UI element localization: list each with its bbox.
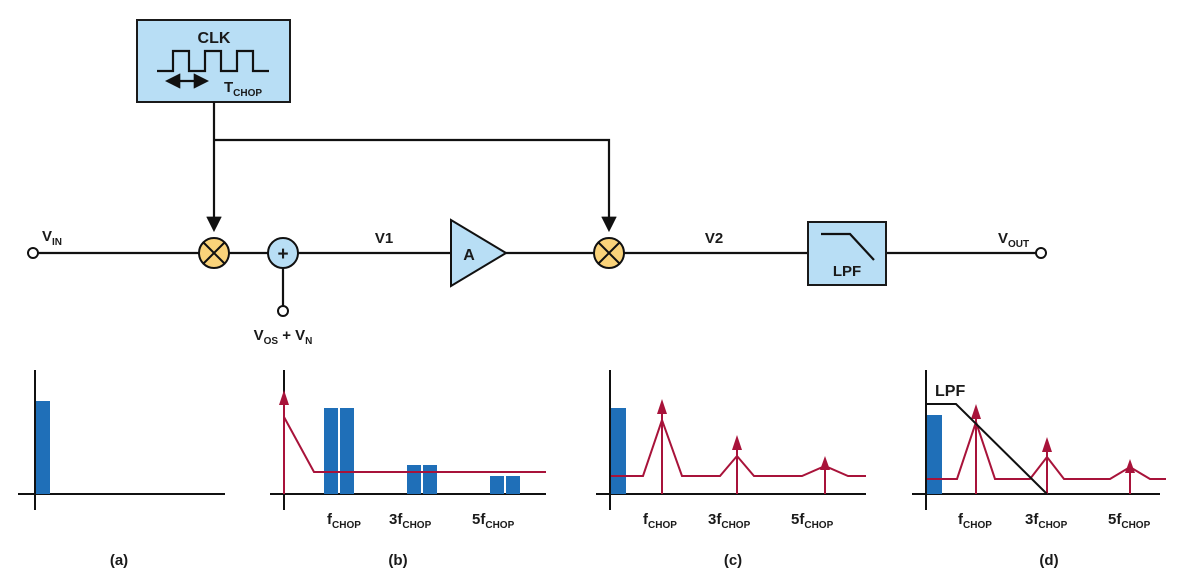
spectrum-a-signal-bar	[36, 401, 50, 494]
spectrum-d-tick-3fchop: 3fCHOP	[1025, 511, 1068, 531]
v2-label: V2	[705, 230, 723, 247]
spectrum-d-arrowhead-3fchop	[1042, 437, 1052, 452]
vin-terminal	[27, 247, 39, 259]
clock-to-mixer2-wire	[214, 138, 617, 233]
vin-label: VIN	[42, 228, 62, 248]
spectrum-c-tick-5fchop: 5fCHOP	[791, 511, 834, 531]
spectrum-d-lpf-response	[926, 403, 1048, 495]
spectrum-b-caption: (b)	[388, 552, 407, 569]
multiplier-x-icon	[202, 241, 226, 265]
spectrum-b-bar-3fchop-left	[407, 465, 421, 494]
spectrum-c: fCHOP 3fCHOP 5fCHOP (c)	[596, 370, 866, 569]
spectrum-b-noise-floor	[283, 416, 546, 473]
spectrum-d-tick-5fchop: 5fCHOP	[1108, 511, 1151, 531]
spectrum-b-tick-5fchop: 5fCHOP	[472, 511, 515, 531]
amplifier-label: A	[463, 247, 475, 264]
spectrum-d-caption: (d)	[1039, 552, 1058, 569]
vout-terminal	[1035, 247, 1047, 259]
lpf-label: LPF	[833, 263, 861, 280]
spectrum-d-signal-bar	[927, 415, 942, 494]
v1-label: V1	[375, 230, 393, 247]
offset-noise-terminal	[277, 305, 289, 317]
spectrum-d-lpf-label: LPF	[935, 383, 965, 400]
spectrum-d-tick-fchop: fCHOP	[958, 511, 992, 531]
spectrum-c-caption: (c)	[724, 552, 742, 569]
spectrum-d-arrowhead-fchop	[971, 404, 981, 419]
spectrum-a-caption: (a)	[110, 552, 128, 569]
spectrum-c-arrowhead-fchop	[657, 399, 667, 414]
clock-period-label: TCHOP	[224, 79, 262, 99]
spectrum-d: LPF fCHOP 3fCHOP 5fCHOP (d)	[912, 370, 1166, 569]
spectrum-c-signal-bar	[611, 408, 626, 494]
summer-plus-sign: +	[277, 244, 288, 265]
vout-label: VOUT	[998, 230, 1029, 250]
multiplier-x-icon	[597, 241, 621, 265]
spectrum-c-arrowhead-5fchop	[820, 456, 830, 470]
spectrum-a: (a)	[18, 370, 225, 569]
spectrum-b-bar-5fchop-left	[490, 476, 504, 494]
clock-box	[136, 19, 291, 103]
lowpass-response-icon	[821, 232, 875, 261]
spectrum-b-bar-3fchop-right	[423, 465, 437, 494]
spectrum-b: fCHOP 3fCHOP 5fCHOP (b)	[270, 370, 546, 569]
spectrum-b-bar-fchop-left	[324, 408, 338, 494]
spectrum-b-bar-fchop-right	[340, 408, 354, 494]
spectrum-b-offset-arrowhead	[279, 390, 289, 405]
spectrum-c-arrowhead-3fchop	[732, 435, 742, 450]
lpf-block: LPF	[807, 221, 887, 286]
mixer-2	[593, 237, 625, 269]
square-wave-icon	[157, 49, 269, 73]
summing-node: +	[267, 237, 299, 269]
mixer-1	[198, 237, 230, 269]
vos-vn-label: VOS + VN	[254, 327, 313, 347]
clock-block: CLK TCHOP	[136, 19, 291, 103]
spectrum-c-tick-3fchop: 3fCHOP	[708, 511, 751, 531]
clock-label: CLK	[198, 30, 231, 47]
spectrum-c-tick-fchop: fCHOP	[643, 511, 677, 531]
amplifier: A	[450, 218, 508, 288]
spectrum-b-bar-5fchop-right	[506, 476, 520, 494]
spectrum-b-tick-3fchop: 3fCHOP	[389, 511, 432, 531]
spectrum-b-tick-fchop: fCHOP	[327, 511, 361, 531]
spectrum-d-arrowhead-5fchop	[1125, 459, 1135, 473]
